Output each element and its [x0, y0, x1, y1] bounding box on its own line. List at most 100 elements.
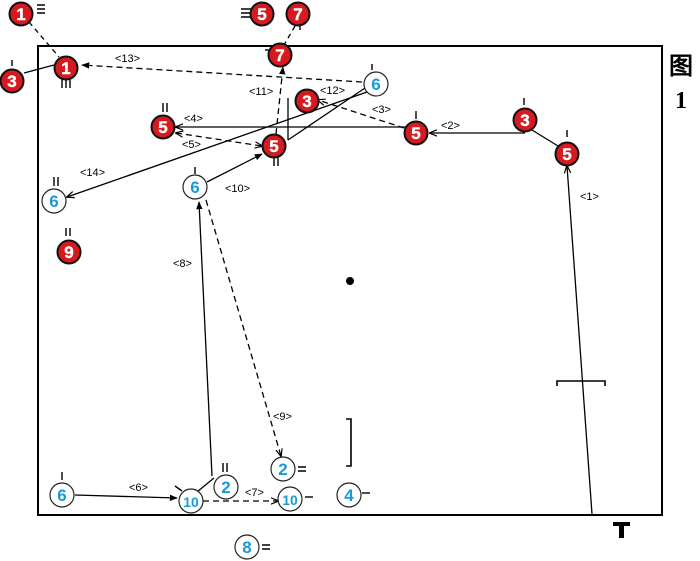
player-blue-10-b: 10	[277, 486, 303, 512]
player-marker	[150, 114, 176, 140]
player-marker	[277, 486, 303, 512]
move-14-line	[67, 91, 368, 197]
player-marker	[294, 88, 320, 114]
player-number: 2	[221, 478, 230, 497]
move-11-label: <11>	[249, 86, 273, 98]
player-number: 6	[57, 486, 66, 505]
player-red-5-right: 5	[403, 120, 429, 146]
figure-label-char: 图	[669, 54, 693, 80]
player-marker	[234, 534, 260, 560]
red-3-right-link	[531, 129, 559, 147]
court-boundary	[37, 45, 663, 516]
move-10-line	[206, 153, 263, 183]
blue-10-link	[196, 477, 215, 493]
player-red-5-out: 5	[249, 1, 275, 27]
player-marker	[49, 482, 75, 508]
player-red-5-left: 5	[150, 114, 176, 140]
player-red-1: 1	[53, 55, 79, 81]
bench-bracket	[556, 380, 606, 386]
player-number: 1	[16, 5, 25, 24]
move-13-line	[81, 62, 363, 83]
player-marker	[178, 488, 204, 514]
player-blue-2-a: 2	[213, 474, 239, 500]
player-marker	[512, 107, 538, 133]
player-red-5-mid: 5	[261, 133, 287, 159]
player-marker	[270, 456, 296, 482]
player-number: 5	[257, 5, 266, 24]
player-marker	[53, 55, 79, 81]
player-marker	[363, 71, 389, 97]
move-13-label: <13>	[115, 53, 140, 65]
player-red-3-out: 3	[0, 68, 25, 94]
move-6-label: <6>	[129, 482, 148, 494]
player-number: 6	[190, 178, 199, 197]
player-number: 10	[282, 492, 298, 508]
red-3-link	[23, 64, 55, 74]
move-7-label: <7>	[245, 487, 264, 499]
move-5-line	[176, 133, 262, 146]
move-8-label: <8>	[173, 258, 192, 270]
player-number: 3	[7, 72, 16, 91]
movement-lines	[23, 21, 593, 515]
move-5-label: <5>	[182, 139, 201, 151]
player-red-9: 9	[56, 239, 82, 265]
player-number: 6	[49, 192, 58, 211]
figure-label-number: 1	[675, 88, 687, 114]
move-3-label: <3>	[372, 104, 391, 116]
player-marker	[261, 133, 287, 159]
player-red-1-out: 1	[8, 1, 34, 27]
move-14-label: <14>	[80, 167, 105, 179]
player-number: 5	[158, 118, 167, 137]
player-red-7: 7	[267, 42, 293, 68]
player-marker	[249, 1, 275, 27]
player-blue-8: 8	[234, 534, 260, 560]
player-number: 9	[64, 243, 73, 262]
player-marker	[8, 1, 34, 27]
center-spot	[346, 277, 354, 285]
player-blue-6-bot: 6	[49, 482, 75, 508]
player-marker	[267, 42, 293, 68]
player-ticks	[11, 4, 568, 550]
player-red-3-mid: 3	[294, 88, 320, 114]
player-number: 4	[344, 486, 354, 505]
move-9-label: <9>	[273, 411, 292, 423]
move-4-label: <4>	[184, 113, 203, 125]
player-number: 3	[302, 92, 311, 111]
player-number: 2	[278, 460, 287, 479]
move-10-label: <10>	[225, 183, 250, 195]
player-marker	[56, 239, 82, 265]
player-blue-4: 4	[336, 482, 362, 508]
player-marker	[41, 188, 67, 214]
player-number: 5	[562, 145, 571, 164]
move-8-line	[196, 201, 213, 477]
player-number: 8	[242, 538, 251, 557]
player-red-5-far: 5	[554, 141, 580, 167]
player-blue-6-top: 6	[363, 71, 389, 97]
red-1-link	[28, 21, 60, 58]
player-number: 5	[269, 137, 278, 156]
move-1-line	[567, 166, 593, 515]
player-red-3-right: 3	[512, 107, 538, 133]
players: 1 3 1 5 7 7 3 5 5 5 3 5 9 6 6 6 6 10 2 10 2 4 8	[0, 1, 580, 560]
player-number: 7	[293, 5, 302, 24]
move-labels: <1> <2> <3> <4> <5> <6> <7> <8> <9> <10>…	[80, 53, 599, 499]
player-blue-10-a: 10	[178, 488, 204, 514]
move-6-line	[74, 494, 178, 501]
player-number: 1	[61, 59, 70, 78]
red-7-link	[283, 25, 296, 46]
player-blue-6-mid: 6	[182, 174, 208, 200]
player-number: 6	[371, 75, 380, 94]
move-1-label: <1>	[580, 191, 599, 203]
player-marker	[554, 141, 580, 167]
player-number: 3	[520, 111, 529, 130]
move-2-label: <2>	[441, 120, 460, 132]
player-number: 7	[275, 46, 284, 65]
player-marker	[182, 174, 208, 200]
player-marker	[336, 482, 362, 508]
move-12-label: <12>	[320, 85, 345, 97]
t-marker	[613, 522, 630, 538]
player-red-7-out: 7	[285, 1, 311, 27]
move-9-line	[205, 199, 281, 456]
player-number: 5	[411, 124, 420, 143]
